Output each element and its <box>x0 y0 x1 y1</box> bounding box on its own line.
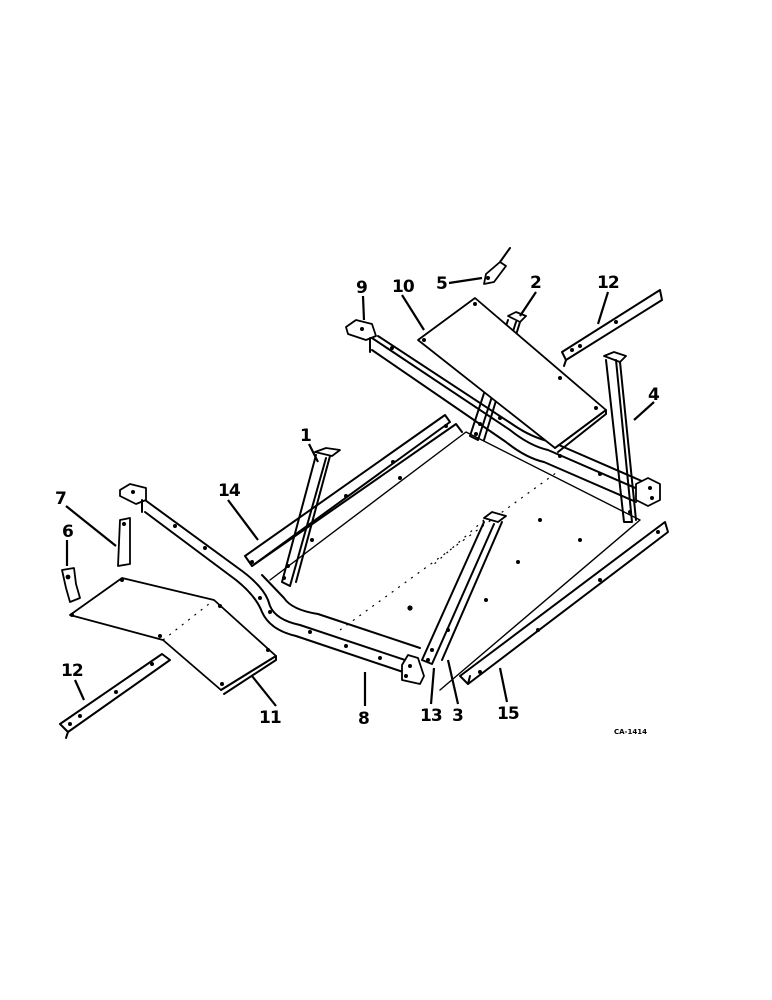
callout-3: 3 <box>452 706 464 726</box>
callout-7: 7 <box>55 489 67 509</box>
leader-lines <box>65 276 655 707</box>
bracket-part-7 <box>117 517 131 567</box>
angle-rail-part-14 <box>244 414 463 567</box>
bracket-part-6 <box>61 567 81 603</box>
callout-12-lower: 12 <box>61 661 84 681</box>
callout-9: 9 <box>356 278 368 298</box>
callout-15: 15 <box>497 704 520 724</box>
callout-6: 6 <box>62 522 74 542</box>
callout-10: 10 <box>392 277 415 297</box>
angle-rail-part-12-lower <box>59 653 171 739</box>
callout-2: 2 <box>530 273 542 293</box>
angle-rail-part-15 <box>459 521 669 685</box>
platform-part-10 <box>417 297 607 453</box>
callout-8: 8 <box>358 709 370 729</box>
bracket-part-5 <box>483 247 511 285</box>
callout-4: 4 <box>648 385 660 405</box>
support-part-3 <box>421 511 507 665</box>
callout-1: 1 <box>300 426 312 446</box>
callout-14: 14 <box>218 481 241 501</box>
angle-rail-part-12-upper <box>561 289 663 367</box>
support-part-1 <box>281 447 341 587</box>
support-part-4 <box>603 351 637 523</box>
callout-11: 11 <box>259 708 282 728</box>
drawing-code: CA-1414 <box>614 728 647 736</box>
callout-12-upper: 12 <box>597 273 620 293</box>
platform-part-11 <box>69 577 277 695</box>
main-frame-part-8 <box>119 483 425 685</box>
callout-5: 5 <box>436 274 448 294</box>
callout-13: 13 <box>420 706 443 726</box>
